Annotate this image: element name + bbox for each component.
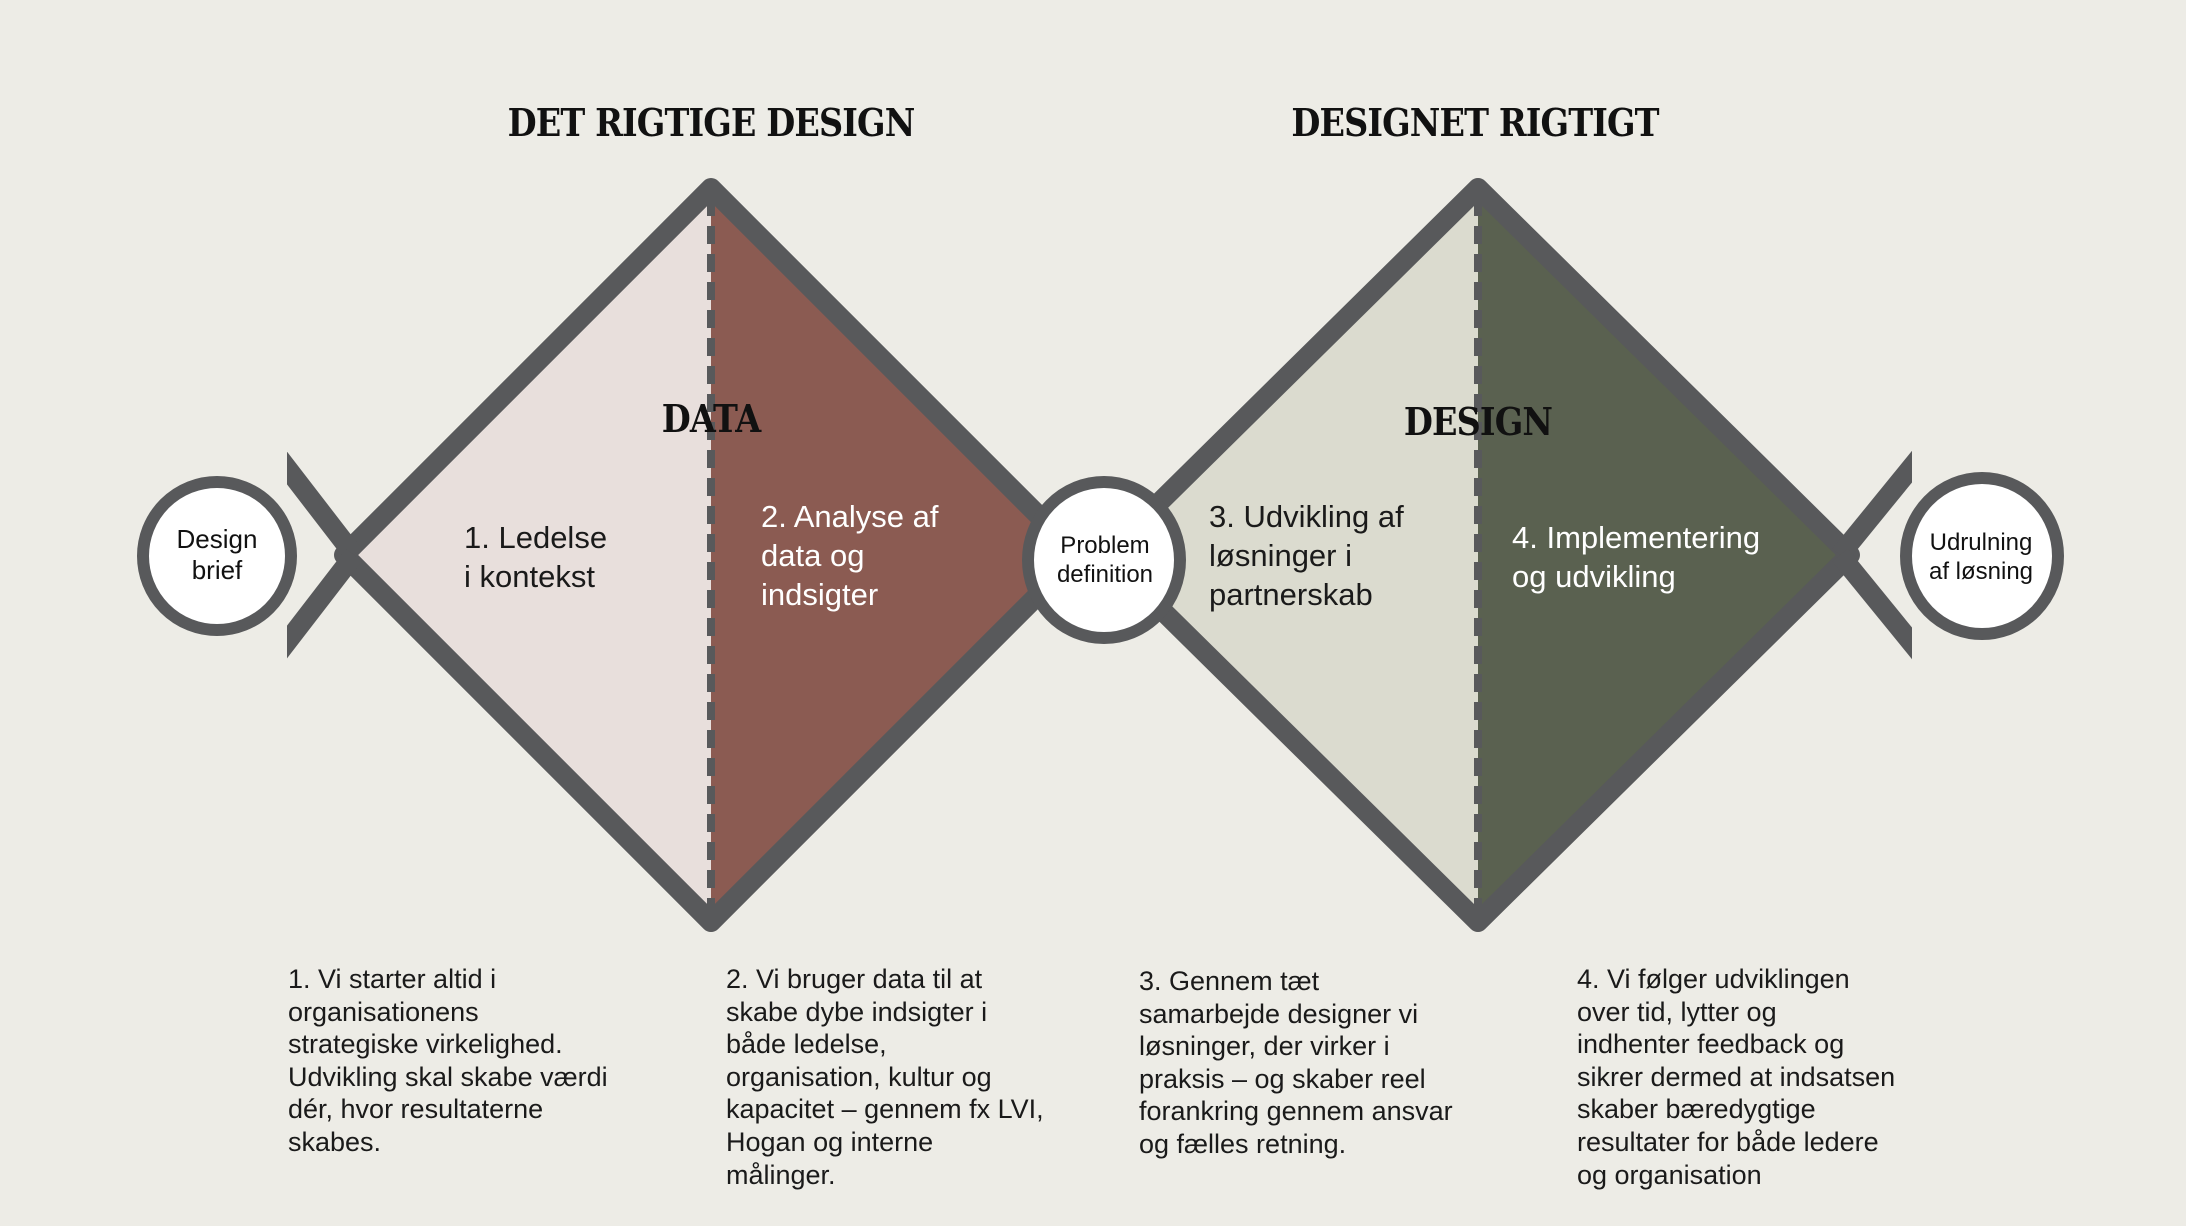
step-2-label: 2. Analyse af data og indsigter [761, 499, 939, 612]
description-step-3: 3. Gennem tæt samarbejde designer vi løs… [1139, 966, 1453, 1159]
description-step-2: 2. Vi bruger data til at skabe dybe inds… [726, 964, 1044, 1190]
step-4-label: 4. Implementering og udvikling [1512, 520, 1761, 594]
right-connector [1832, 450, 1912, 660]
step-1-label: 1. Ledelse i kontekst [464, 520, 608, 594]
design-brief-node [137, 476, 297, 636]
description-step-4: 4. Vi følger udviklingen over tid, lytte… [1577, 964, 1896, 1190]
header-design-right: DESIGNET RIGTIGT [1291, 100, 1659, 145]
data-diamond-outline [334, 178, 1088, 932]
left-connector [287, 451, 362, 659]
rollout-node [1900, 472, 2064, 640]
phase-data-label: DATA [661, 396, 761, 441]
design-diamond-outline [1096, 178, 1860, 932]
problem-definition-label: Problem definition [1056, 532, 1154, 588]
phase-design-label: DESIGN [1403, 399, 1553, 444]
step-3-label: 3. Udvikling af løsninger i partnerskab [1209, 499, 1404, 612]
header-right-design: DET RIGTIGE DESIGN [507, 100, 916, 145]
problem-definition-node [1022, 476, 1186, 644]
rollout-label: Udrulning af løsning [1928, 529, 2034, 585]
description-step-1: 1. Vi starter altid i organisationens st… [288, 964, 608, 1157]
design-brief-label: Design brief [176, 524, 258, 585]
